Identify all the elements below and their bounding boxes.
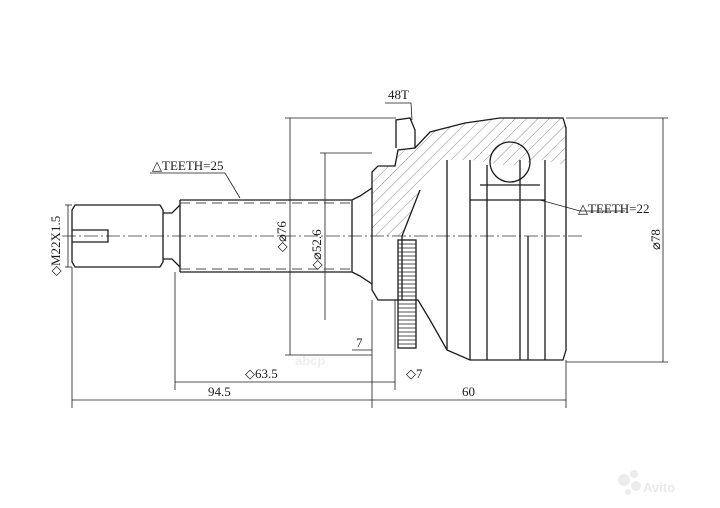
threaded-stub [71, 204, 181, 268]
label-dia-76: ◇⌀76 [274, 221, 289, 252]
avito-logo: Avito [618, 470, 675, 495]
watermark-abcp: abcp [295, 353, 325, 368]
dimension-lines [65, 102, 668, 408]
outer-bell-housing [371, 117, 567, 361]
label-94-5: 94.5 [208, 384, 231, 399]
label-dia-78: ⌀78 [648, 229, 663, 250]
label-7: 7 [356, 335, 363, 350]
watermark-avito: Avito [643, 480, 675, 495]
abs-ring [397, 239, 417, 349]
label-63-5: ◇63.5 [245, 366, 278, 381]
spline-shaft [179, 187, 373, 285]
label-60: 60 [462, 384, 475, 399]
label-7-diamond: ◇7 [406, 366, 423, 381]
label-dia-52-6: ◇⌀52.6 [309, 229, 324, 270]
label-teeth-25: △TEETH=25 [152, 158, 223, 173]
label-teeth-22: △TEETH=22 [578, 201, 649, 216]
label-48t: 48T [388, 87, 409, 102]
label-thread: ◇M22X1.5 [48, 216, 63, 276]
